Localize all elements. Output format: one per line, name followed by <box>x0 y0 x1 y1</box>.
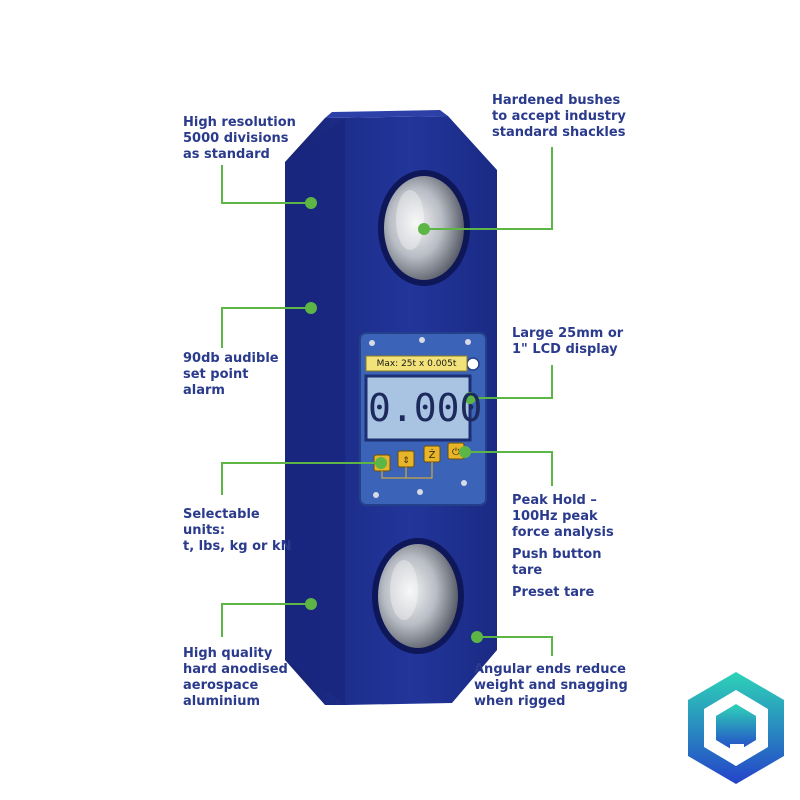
callout-preset: Preset tare <box>512 585 595 600</box>
bottom-shackle-bush <box>372 538 464 654</box>
lcd-screen <box>364 374 472 442</box>
callout-lcd: Large 25mm or 1" LCD display <box>512 326 624 357</box>
callout-dots <box>305 197 483 643</box>
capacity-label: Max: 25t x 0.005t <box>376 359 457 369</box>
callout-bushes: Hardened bushes to accept industry stand… <box>492 93 626 140</box>
lcd-reading: 0.000 <box>368 386 483 430</box>
callout-lines <box>221 147 553 656</box>
svg-text:⇕: ⇕ <box>402 456 410 466</box>
callout-alarm: 90db audible set point alarm <box>183 351 279 398</box>
brand-logo-icon <box>688 672 784 784</box>
display-panel <box>359 332 487 506</box>
callout-push-tare: Push button tare <box>512 547 602 578</box>
callout-material: High quality hard anodised aerospace alu… <box>183 646 288 709</box>
capacity-label-plate <box>365 355 468 372</box>
brand-badge-icon <box>466 357 480 371</box>
callout-angular: Angular ends reduce weight and snagging … <box>474 662 628 709</box>
svg-text:Ż: Ż <box>429 448 436 461</box>
callout-peak: Peak Hold – 100Hz peak force analysis <box>512 493 614 540</box>
svg-text:⏻: ⏻ <box>452 447 460 458</box>
callout-resolution: High resolution 5000 divisions as standa… <box>183 115 296 162</box>
callout-units: Selectable units: t, lbs, kg or kN <box>183 507 292 554</box>
